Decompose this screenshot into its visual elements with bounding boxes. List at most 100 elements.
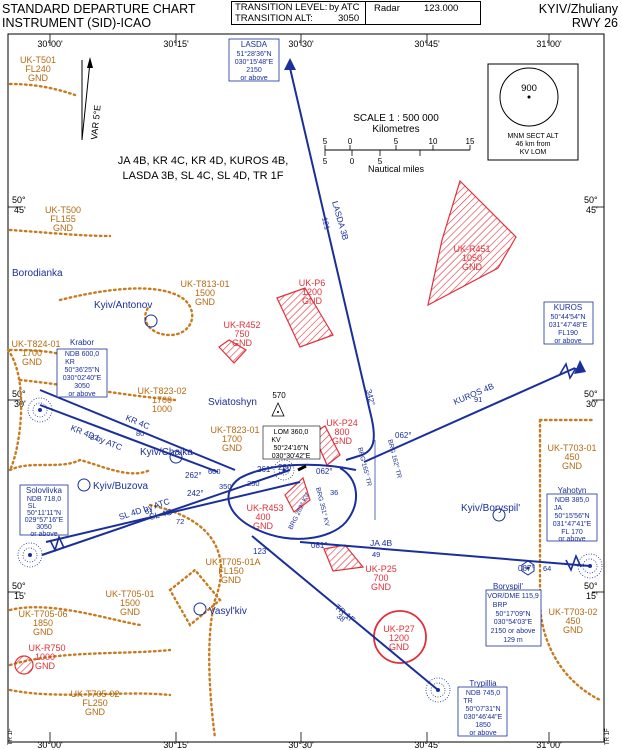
krabor-alt: 3050 [74, 383, 90, 390]
brg-label-3: BRG 351° KV [314, 487, 332, 528]
radial-6: 242° [187, 489, 204, 498]
route-kr4d [39, 404, 219, 473]
scale-km-tick-4: 10 [429, 137, 438, 146]
antonov-airfield-icon [144, 314, 158, 328]
yahotyn-line1: NDB 385,0 [555, 497, 589, 504]
lon-label-bottom-4: 30°45' [414, 740, 440, 750]
lasda-name: LASDA [241, 40, 268, 49]
trypillia-lat: 50°07'31"N [465, 705, 500, 713]
route-ja4b [299, 541, 591, 567]
boryspil-vor-icon [521, 560, 535, 576]
area-p27-alt: 1200 [389, 633, 409, 643]
radial-5: 262° [185, 471, 202, 480]
scale-bar: SCALE 1 : 500 000 Kilometres 5 0 5 10 15… [323, 113, 475, 174]
lon-label-top-2: 30°15' [163, 39, 189, 49]
lon-label-bottom-1: 30°00' [37, 740, 63, 750]
area-t705-06-alt: 1850 [33, 618, 53, 628]
area-t705-06-name: UK-T705-06 [18, 609, 67, 619]
radial-2: 062° [395, 431, 412, 440]
transition-box: TRANSITION LEVEL: by ATC TRANSITION ALT:… [231, 1, 481, 25]
area-t703-01-lower: GND [562, 461, 583, 471]
dist-12: 350 [219, 482, 232, 491]
boryspil-alt: 2150 or above [491, 628, 536, 635]
route-kuros [363, 367, 576, 463]
msa-line2: 46 km from [515, 141, 550, 148]
boryspil-airfield-icon [492, 508, 506, 522]
area-t705-01a-name: UK-T705-01A [205, 557, 260, 567]
lasda-note: or above [240, 75, 267, 82]
scale-km-tick-5: 15 [466, 137, 475, 146]
dist-2: 91 [474, 395, 482, 404]
scale-nm-tick-2: 0 [350, 157, 355, 166]
area-t500-name: UK-T500 [45, 205, 81, 215]
area-t813-lower: GND [195, 297, 216, 307]
route-label-ja4b: JA 4B [370, 538, 393, 548]
trypillia-lon: 030°46'44"E [464, 713, 503, 721]
scale-km-tick-3: 5 [394, 137, 399, 146]
chart-title-line1: STANDARD DEPARTURE CHART [2, 2, 196, 16]
yahotyn-alt: FL 170 [561, 529, 583, 536]
ndb-symbols [17, 397, 603, 703]
lon-label-bottom-3: 30°30' [288, 740, 314, 750]
yahotyn-ndb-icon [577, 553, 603, 579]
town-boryspil: Kyiv/Boryspil' [461, 503, 520, 514]
msa-circle-icon [499, 67, 559, 127]
sl-zigzag-icon [49, 534, 65, 553]
route-tr1f [251, 535, 439, 691]
lasda-waypoint-icon [284, 58, 296, 70]
boryspil-lat: 50°17'09"N [495, 610, 530, 618]
area-p6-alt: 1200 [302, 287, 322, 297]
area-t703-01-alt: 450 [564, 452, 579, 462]
dist-11: 600 [208, 467, 221, 476]
chaika-airfield-icon [169, 450, 183, 464]
area-t705-01a-alt: FL150 [218, 566, 244, 576]
magnetic-variation: VAR 5°E [81, 57, 103, 140]
town-chaika: Kyiv/Chaika [140, 447, 193, 458]
buzova-airfield-icon [77, 478, 91, 492]
lon-label-top-1: 30°00' [37, 39, 63, 49]
scale-km-tick-1: 5 [323, 137, 328, 146]
kv-lom-lon: 030°30'42"E [272, 452, 311, 460]
lon-label-bottom-2: 30°15' [163, 740, 189, 750]
brg-label-2: BRG 165° TR [356, 447, 373, 488]
area-t501-alt: FL240 [25, 64, 51, 74]
trypillia-note: or above [469, 730, 496, 737]
area-p6-lower: GND [302, 296, 323, 306]
area-p6-name: UK-P6 [299, 278, 326, 288]
yahotyn-lat: 50°15'56"N [554, 512, 589, 520]
boryspil-note: 129 m [503, 637, 523, 644]
area-t823-02-lower: 1000 [152, 404, 172, 414]
radial-4: 280° [278, 463, 295, 472]
area-r750-lower: GND [35, 661, 56, 671]
area-p25-lower: GND [371, 582, 392, 592]
area-r453-name: UK-R453 [246, 503, 283, 513]
lon-label-top-5: 31°00' [536, 39, 562, 49]
dist-5: 61 [145, 507, 153, 516]
area-r750-name: UK-R750 [28, 643, 65, 653]
area-t705-06-lower: GND [33, 627, 54, 637]
sid-routes [39, 67, 591, 691]
vasylkiv-airfield-icon [193, 602, 207, 616]
lat-left-1-min: 45' [14, 205, 26, 215]
area-t703-02-alt: 450 [565, 616, 580, 626]
kuros-lat: 50°44'54"N [550, 313, 585, 321]
north-arrow-icon [87, 57, 93, 68]
trypillia-line1: NDB 745,0 [466, 690, 500, 697]
solovlivka-alt: 3050 [36, 524, 52, 531]
trypillia-line2: TR [463, 698, 472, 705]
lon-label-bottom-5: 31°00' [536, 740, 562, 750]
dist-6: 72 [176, 517, 184, 526]
lat-left-3-deg: 50° [12, 581, 26, 591]
lasda-alt: 2150 [246, 67, 262, 74]
area-p25-name: UK-P25 [365, 564, 397, 574]
krabor-ndb-icon [27, 397, 53, 423]
chart-frame [7, 33, 605, 743]
kv-lom-icon [273, 459, 295, 481]
town-borodianka: Borodianka [12, 268, 63, 279]
area-t813-name: UK-T813-01 [180, 279, 229, 289]
solovlivka-ndb-icon [17, 542, 43, 568]
area-t705-01-name: UK-T705-01 [105, 589, 154, 599]
krabor-box [56, 348, 108, 398]
area-t824-name: UK-T824-01 [11, 339, 60, 349]
scale-km-label: Kilometres [372, 124, 419, 135]
